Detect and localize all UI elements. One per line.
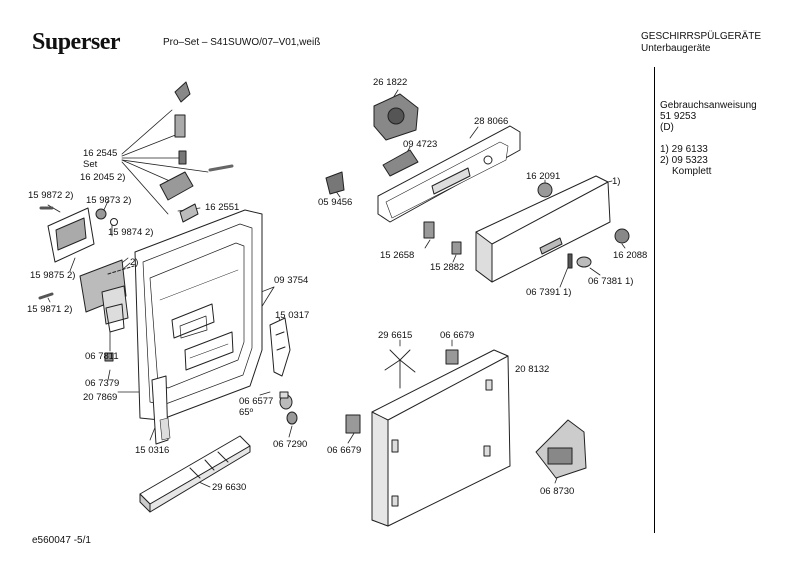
cable-harness xyxy=(385,350,415,388)
control-panel-frame xyxy=(378,126,520,222)
part-162551: 16 2551 xyxy=(205,202,240,213)
part-261822: 26 1822 xyxy=(373,77,408,88)
model-title: Pro–Set – S41SUWO/07–V01,weiß xyxy=(163,37,321,48)
hinge-kit xyxy=(160,82,232,222)
note-1: 1) 29 6133 xyxy=(660,144,708,155)
door-inner-panel xyxy=(135,210,262,444)
part-159874: 15 9874 2) xyxy=(108,227,154,238)
docs-number: 51 9253 xyxy=(660,111,697,122)
part-067379: 06 7379 xyxy=(85,378,120,389)
docs-language: (D) xyxy=(660,122,674,133)
part-162088: 16 2088 xyxy=(613,250,648,261)
door-lock-assembly xyxy=(40,208,134,361)
part-150317: 15 0317 xyxy=(275,310,310,321)
part-059456: 05 9456 xyxy=(318,197,353,208)
connector-parts xyxy=(346,350,458,433)
appliance-category: GESCHIRRSPÜLGERÄTE Unterbaugeräte xyxy=(641,31,761,55)
note-2: 2) 09 5323 xyxy=(660,155,708,166)
note-2-detail: Komplett xyxy=(672,166,712,177)
control-panel-front xyxy=(476,176,629,282)
part-162091: 16 2091 xyxy=(526,171,561,182)
part-066679-bottom: 06 6679 xyxy=(327,445,362,456)
part-208132: 20 8132 xyxy=(515,364,550,375)
category-line-1: GESCHIRRSPÜLGERÄTE xyxy=(641,31,762,42)
part-159871: 15 9871 2) xyxy=(27,304,73,315)
hinge-angle: 65º xyxy=(239,407,254,418)
part-152658: 15 2658 xyxy=(380,250,415,261)
part-296630: 29 6630 xyxy=(212,482,247,493)
part-068730: 06 8730 xyxy=(540,486,575,497)
part-288066: 28 8066 xyxy=(474,116,509,127)
part-152882: 15 2882 xyxy=(430,262,465,273)
part-067290: 06 7290 xyxy=(273,439,308,450)
part-159875: 15 9875 2) xyxy=(30,270,76,281)
front-panel xyxy=(372,350,510,526)
part-159872: 15 9872 2) xyxy=(28,190,74,201)
drawing-code: e560047 -5/1 xyxy=(32,535,91,546)
part-093754: 09 3754 xyxy=(274,275,309,286)
pressure-switch xyxy=(326,172,344,194)
part-162545: 16 2545 xyxy=(83,148,118,159)
part-067811: 06 7811 xyxy=(85,351,119,362)
note-1-marker: 1) xyxy=(612,176,621,187)
part-159873: 15 9873 2) xyxy=(86,195,132,206)
sidebar-divider xyxy=(654,67,655,533)
brand-logo: Superser xyxy=(32,29,121,55)
switch-module xyxy=(383,150,418,176)
hinge-bracket xyxy=(270,318,290,376)
door-bar xyxy=(140,436,250,512)
small-switches xyxy=(424,222,461,254)
part-162045: 16 2045 2) xyxy=(80,172,126,183)
part-067381: 06 7381 1) xyxy=(588,276,634,287)
part-207869: 20 7869 xyxy=(83,392,118,403)
accessory-bag xyxy=(536,420,586,478)
part-066577: 06 6577 xyxy=(239,396,274,407)
part-094723: 09 4723 xyxy=(403,139,438,150)
programmer-module xyxy=(374,94,418,140)
part-set: Set xyxy=(83,159,98,170)
note-2-marker: 2) xyxy=(130,257,139,268)
part-067391: 06 7391 1) xyxy=(526,287,572,298)
category-line-2: Unterbaugeräte xyxy=(641,43,711,54)
hinge-part xyxy=(280,392,297,424)
part-066679-top: 06 6679 xyxy=(440,330,475,341)
part-150316: 15 0316 xyxy=(135,445,170,456)
part-296615: 29 6615 xyxy=(378,330,413,341)
docs-title: Gebrauchsanweisung xyxy=(660,100,757,111)
